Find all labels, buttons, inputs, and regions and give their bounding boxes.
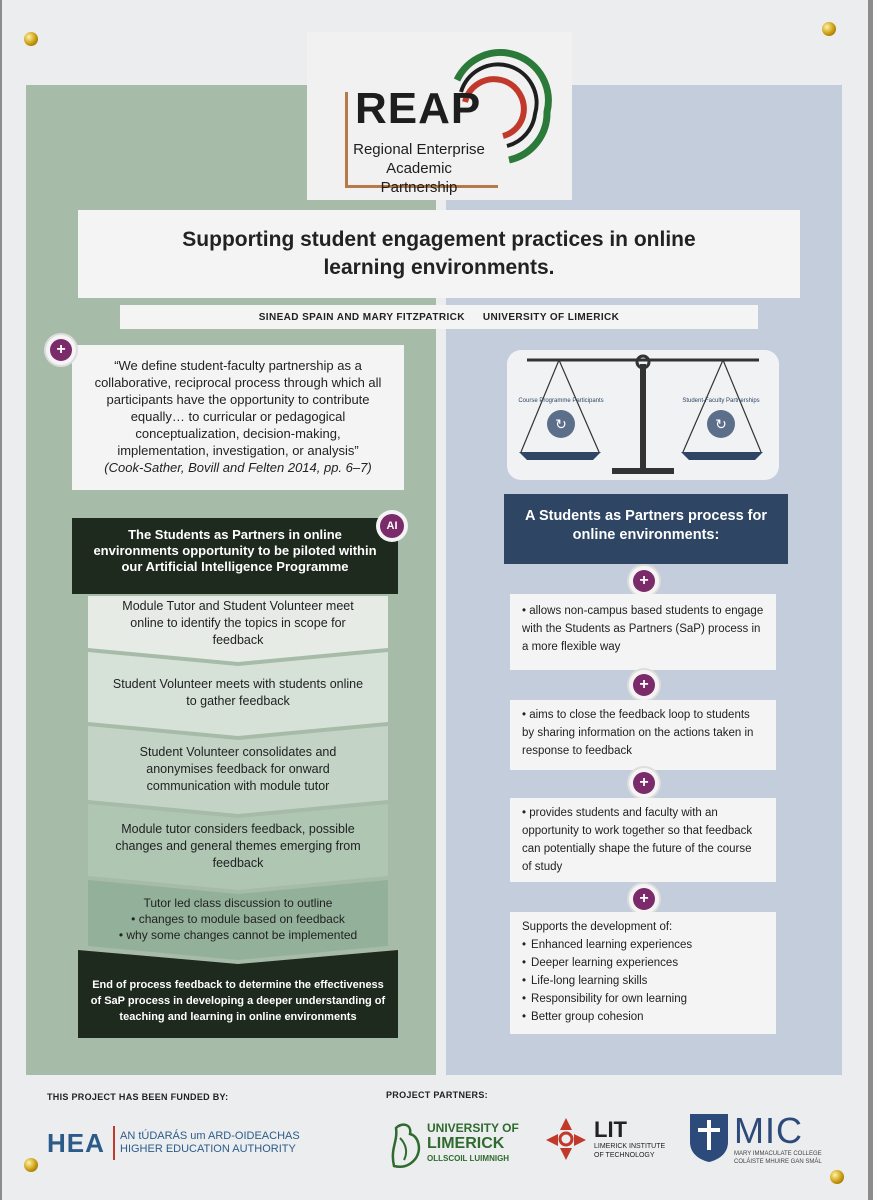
final-step: End of process feedback to determine the… — [78, 950, 398, 1038]
right-point-3: • provides students and faculty with an … — [510, 798, 776, 882]
partners-label: PROJECT PARTNERS: — [386, 1090, 488, 1100]
list-item: Life-long learning skills — [522, 972, 764, 990]
pin-icon — [822, 22, 836, 36]
pin-icon — [24, 32, 38, 46]
funded-label: THIS PROJECT HAS BEEN FUNDED BY: — [47, 1092, 229, 1102]
pin-icon — [830, 1170, 844, 1184]
reap-logo: REAP Regional Enterprise Academic Partne… — [307, 32, 572, 200]
ul-crest-icon — [391, 1123, 421, 1168]
arc-icon — [453, 49, 552, 164]
mic-crest-icon — [690, 1114, 728, 1162]
process-step-3: Student Volunteer consolidates and anony… — [88, 726, 388, 814]
process-step-2: Student Volunteer meets with students on… — [88, 652, 388, 736]
definition-quote: “We define student-faculty partnership a… — [72, 345, 404, 490]
right-point-1: • allows non-campus based students to en… — [510, 594, 776, 670]
plus-icon: + — [629, 884, 659, 914]
svg-text:Student-Faculty Partnerships: Student-Faculty Partnerships — [682, 398, 759, 404]
svg-text:Course Programme Participants: Course Programme Participants — [518, 398, 603, 404]
author-institution: UNIVERSITY OF LIMERICK — [482, 311, 620, 323]
pin-icon — [24, 1158, 38, 1172]
logo-wordmark: REAP — [355, 84, 482, 133]
plus-icon: + — [629, 670, 659, 700]
list-item: Enhanced learning experiences — [522, 936, 764, 954]
right-point-2: • aims to close the feedback loop to stu… — [510, 700, 776, 770]
quote-text: “We define student-faculty partnership a… — [94, 358, 382, 458]
plus-icon: + — [629, 768, 659, 798]
right-heading: A Students as Partners process for onlin… — [504, 494, 788, 564]
balance-scale: ↻ ↻ Course Programme Participants Studen… — [507, 350, 779, 480]
svg-text:↻: ↻ — [555, 417, 567, 433]
ul-logo: UNIVERSITY OF LIMERICK OLLSCOIL LUIMNIGH — [427, 1121, 519, 1163]
left-heading: The Students as Partners in online envir… — [72, 518, 398, 594]
logo-subtitle: Regional Enterprise Academic Partnership — [353, 141, 485, 196]
scale-icon: ↻ ↻ Course Programme Participants Studen… — [518, 354, 763, 474]
poster-title: Supporting student engagement practices … — [78, 210, 800, 298]
logo-frame — [345, 92, 498, 188]
author-names: SINEAD SPAIN AND MARY FITZPATRICK — [258, 311, 465, 323]
supports-list: Supports the development of: Enhanced le… — [510, 912, 776, 1034]
plus-icon: + — [629, 566, 659, 596]
lit-logo: LIT LIMERICK INSTITUTE OF TECHNOLOGY — [594, 1117, 666, 1160]
lit-emblem-icon — [546, 1118, 586, 1160]
svg-text:↻: ↻ — [715, 417, 727, 433]
list-item: Responsibility for own learning — [522, 990, 764, 1008]
ai-badge: AI — [376, 510, 408, 542]
hea-divider — [113, 1126, 115, 1160]
list-item: Deeper learning experiences — [522, 954, 764, 972]
author-line: SINEAD SPAIN AND MARY FITZPATRICK UNIVER… — [120, 305, 758, 329]
mic-logo: MIC MARY IMMACULATE COLLEGE COLÁISTE MHU… — [734, 1110, 822, 1166]
hea-name: AN tÚDARÁS um ARD-OIDEACHAS HIGHER EDUCA… — [120, 1130, 300, 1155]
hea-logo: HEA — [47, 1128, 105, 1158]
list-item: Better group cohesion — [522, 1008, 764, 1026]
plus-icon: + — [46, 335, 76, 365]
process-step-1: Module Tutor and Student Volunteer meet … — [88, 596, 388, 662]
process-step-4: Module tutor considers feedback, possibl… — [88, 804, 388, 890]
quote-citation: (Cook-Sather, Bovill and Felten 2014, pp… — [104, 460, 372, 475]
